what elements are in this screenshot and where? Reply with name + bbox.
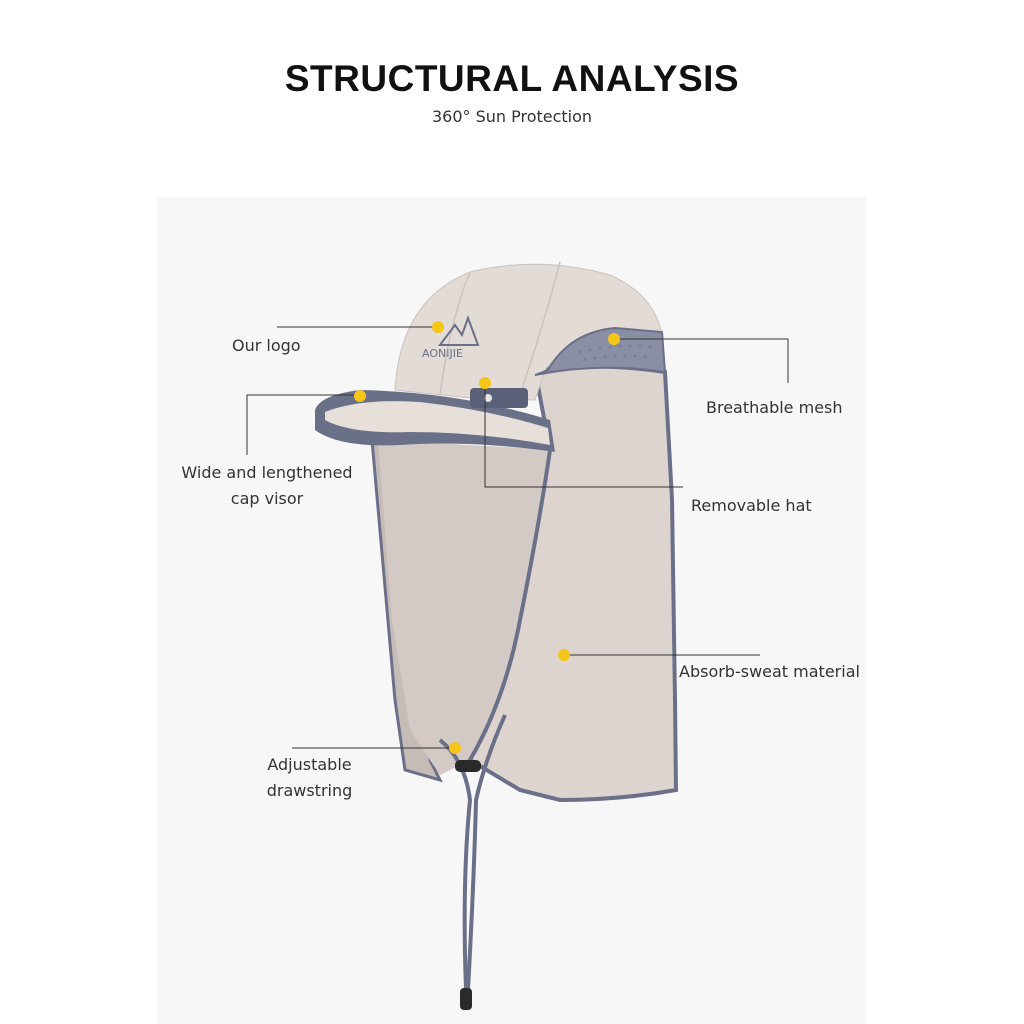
leader-visor [246, 394, 360, 455]
label-drawstring-line2: drawstring [266, 781, 353, 800]
cord-lock [455, 760, 481, 772]
mesh-panel [534, 326, 667, 376]
marker-removable [479, 377, 491, 389]
brand-logo-icon: AONIJIE [422, 315, 480, 360]
label-removable-hat: Removable hat [691, 496, 812, 515]
flap-shadow [378, 440, 560, 775]
page-subtitle: 360° Sun Protection [431, 107, 593, 126]
svg-text:AONIJIE: AONIJIE [422, 347, 463, 360]
label-drawstring: Adjustable drawstring [262, 752, 357, 804]
label-our-logo: Our logo [232, 336, 301, 355]
mesh-holes [578, 344, 652, 362]
marker-logo [432, 321, 444, 333]
marker-visor [354, 390, 366, 402]
label-drawstring-line1: Adjustable [267, 755, 352, 774]
label-breathable-mesh: Breathable mesh [706, 398, 843, 417]
leader-removable [484, 384, 683, 488]
label-cap-visor-line2: cap visor [230, 489, 304, 508]
drawstring [438, 738, 473, 991]
removable-tab [470, 388, 528, 408]
leader-mesh [614, 338, 789, 383]
label-absorb-sweat: Absorb-sweat material [679, 662, 860, 681]
marker-material [558, 649, 570, 661]
marker-drawstring [449, 742, 461, 754]
marker-mesh [608, 333, 620, 345]
label-cap-visor-line1: Wide and lengthened [181, 463, 353, 482]
label-cap-visor: Wide and lengthened cap visor [180, 460, 354, 512]
page-title: STRUCTURAL ANALYSIS [284, 58, 740, 99]
